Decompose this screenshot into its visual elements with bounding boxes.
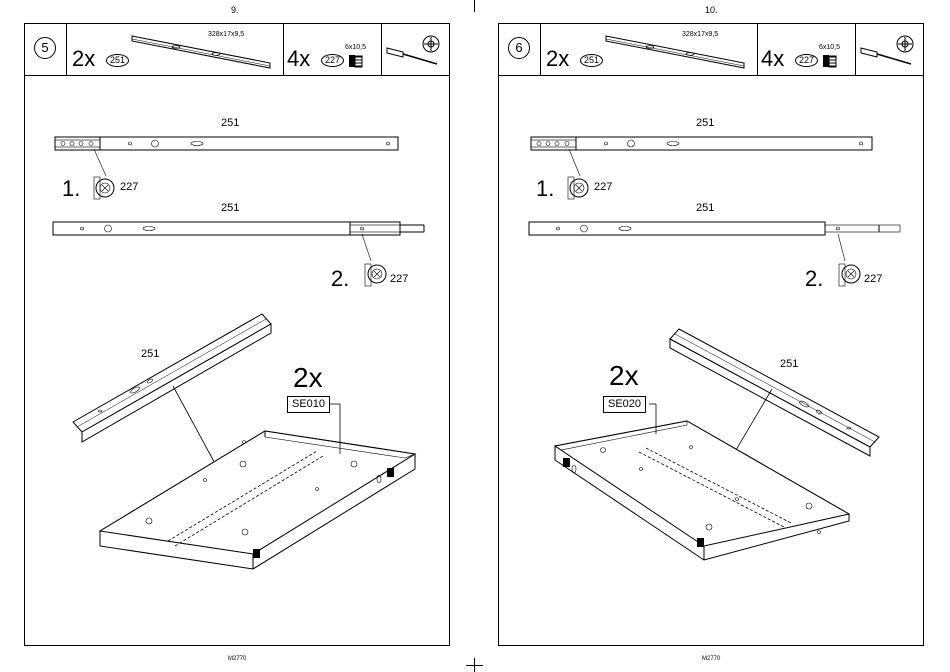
instruction-panel: 5 2x 251 328x17x9,5 4x 227 6x10,5 <box>24 23 450 646</box>
crop-mark <box>466 665 483 666</box>
step-2-label: 2. <box>331 266 349 292</box>
cam-screw-icon <box>839 264 860 286</box>
step-2-label: 2. <box>805 266 823 292</box>
page-number: 10. <box>705 5 718 15</box>
footer-code: M2770 <box>228 656 246 662</box>
assembly-quantity: 2x <box>609 360 639 392</box>
step-1-label: 1. <box>62 176 80 202</box>
screw-label: 227 <box>390 273 408 285</box>
screw-label: 227 <box>864 273 882 285</box>
assembly-code: SE010 <box>287 396 330 413</box>
footer-code: M2770 <box>702 656 720 662</box>
rail-label: 251 <box>221 202 239 214</box>
assembly-quantity: 2x <box>293 362 323 394</box>
instruction-panel: 6 2x 251 328x17x9,5 4x 227 6x10,5 <box>498 23 924 646</box>
rail-label: 251 <box>696 202 714 214</box>
cam-screw-icon <box>568 177 588 199</box>
page-number: 9. <box>231 5 239 15</box>
cam-screw-icon <box>365 264 386 286</box>
cam-screw-icon <box>94 177 114 199</box>
rail-label: 251 <box>696 117 714 129</box>
step-1-label: 1. <box>536 176 554 202</box>
screw-label: 227 <box>594 181 612 193</box>
crop-mark <box>474 0 475 12</box>
rail-label: 251 <box>780 358 798 370</box>
screw-label: 227 <box>120 181 138 193</box>
rail-label: 251 <box>221 117 239 129</box>
rail-label: 251 <box>141 348 159 360</box>
assembly-code: SE020 <box>603 396 646 413</box>
